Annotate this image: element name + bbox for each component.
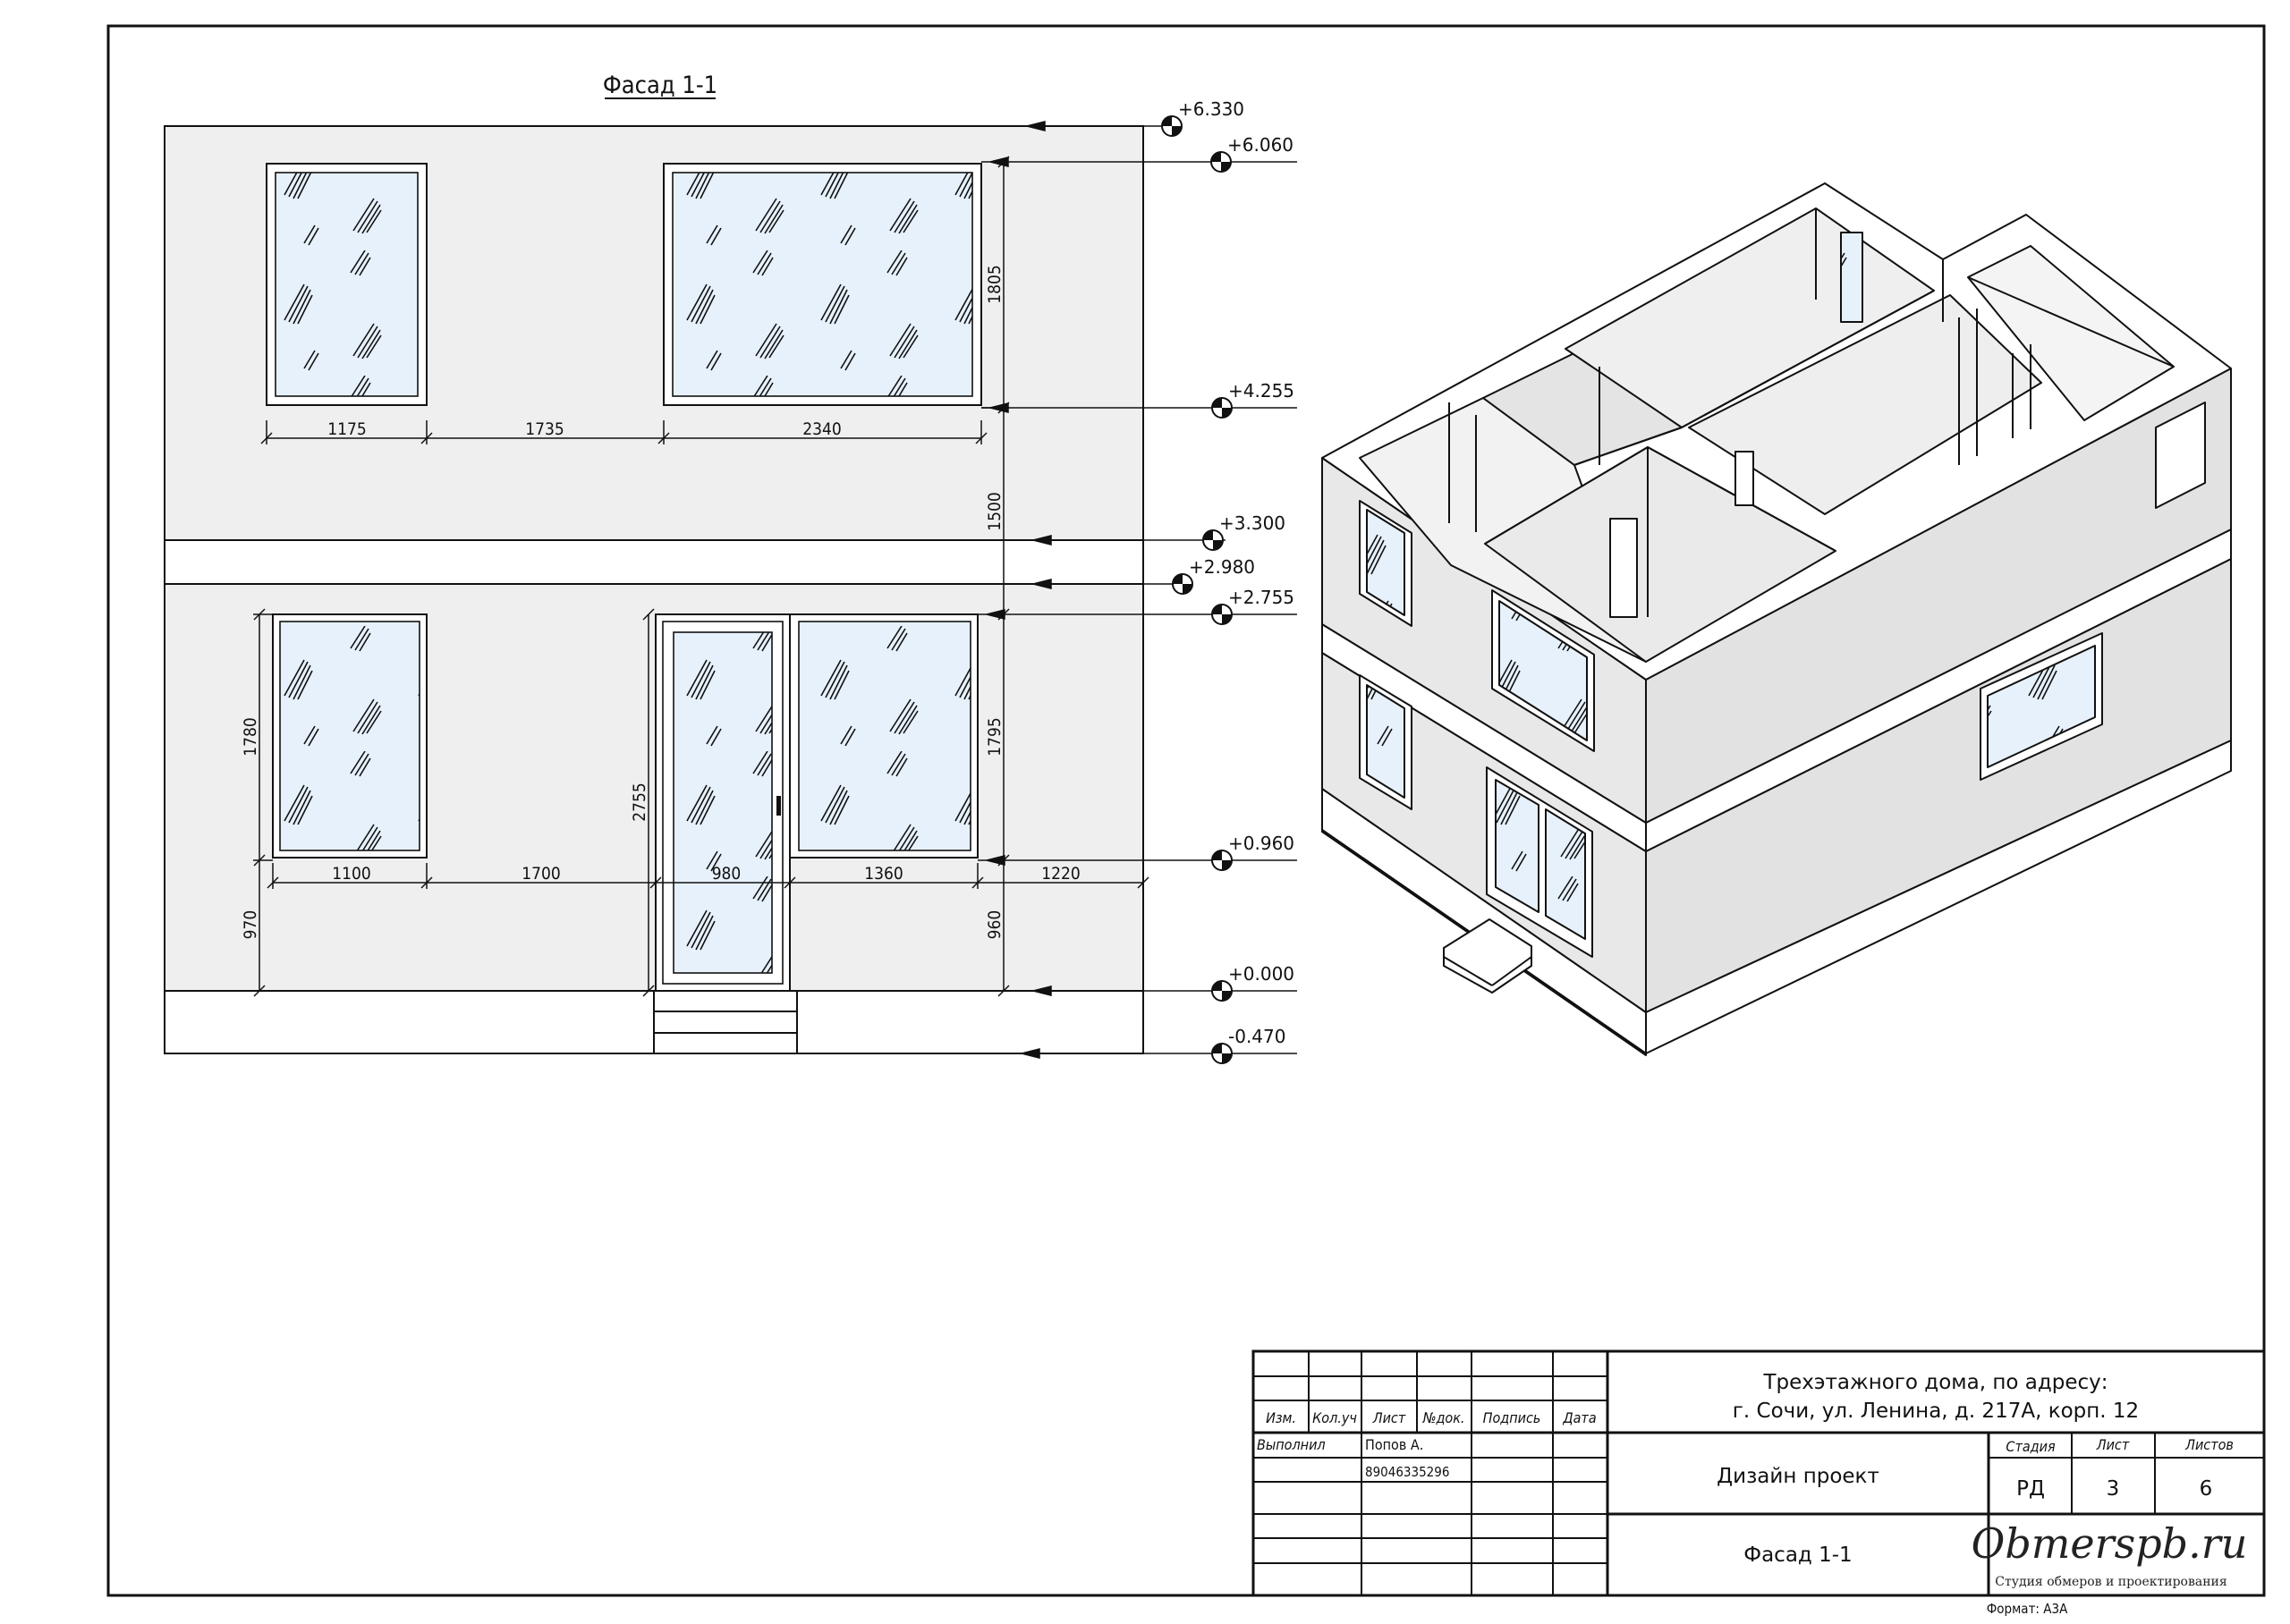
svg-text:1100: 1100 bbox=[332, 864, 371, 884]
svg-text:1175: 1175 bbox=[327, 419, 367, 439]
level-marker: +2.755 bbox=[1211, 587, 1294, 625]
isometric-house-view bbox=[1321, 182, 2232, 1056]
iso-window-upper-right bbox=[2155, 402, 2206, 509]
svg-text:1220: 1220 bbox=[1041, 864, 1081, 884]
level-label: +2.755 bbox=[1228, 587, 1294, 608]
tb-project-line1: Трехэтажного дома, по адресу: bbox=[1762, 1371, 2108, 1394]
svg-text:1700: 1700 bbox=[522, 864, 561, 884]
level-markers: +6.330 +6.060 +4.255 +3.300 +2.980 +2.755 +0.9… bbox=[1161, 98, 1294, 1064]
tb-sheet-label: Лист bbox=[2096, 1436, 2130, 1453]
level-marker: +3.300 bbox=[1202, 512, 1285, 551]
level-label: +2.980 bbox=[1189, 556, 1255, 578]
level-marker: +2.980 bbox=[1172, 556, 1255, 595]
iso-steps bbox=[1443, 918, 1532, 994]
tb-sheet: 3 bbox=[2107, 1477, 2120, 1501]
level-marker: +6.330 bbox=[1161, 98, 1244, 137]
tb-project-line2: г. Сочи, ул. Ленина, д. 217А, корп. 12 bbox=[1733, 1400, 2139, 1423]
tb-header-izm: Изм. bbox=[1266, 1409, 1296, 1426]
tb-stage-label: Стадия bbox=[2006, 1438, 2056, 1455]
tb-header-doc: №док. bbox=[1422, 1409, 1465, 1426]
tb-sheet-name: Фасад 1-1 bbox=[1743, 1544, 1852, 1567]
drawing-title: Фасад 1-1 bbox=[603, 72, 717, 99]
level-label: +6.060 bbox=[1227, 134, 1293, 156]
svg-text:960: 960 bbox=[985, 910, 1005, 940]
window-lower-right bbox=[789, 613, 979, 859]
svg-text:1500: 1500 bbox=[985, 492, 1005, 531]
entrance-door bbox=[655, 613, 791, 992]
entrance-steps bbox=[653, 990, 798, 1054]
level-label: +3.300 bbox=[1219, 512, 1285, 534]
svg-text:980: 980 bbox=[712, 864, 742, 884]
facade-elevation: Фасад 1-1 bbox=[164, 72, 1297, 1064]
svg-text:2340: 2340 bbox=[802, 419, 842, 439]
level-marker: +4.255 bbox=[1211, 380, 1294, 419]
tb-header-sign: Подпись bbox=[1483, 1409, 1541, 1426]
dimension-labels: 1175 1735 2340 1805 1500 1100 1700 980 1… bbox=[241, 265, 1081, 939]
tb-header-list: Лист bbox=[1372, 1409, 1406, 1426]
level-marker: +6.060 bbox=[1210, 134, 1293, 173]
tb-author: Попов А. bbox=[1365, 1436, 1423, 1453]
svg-text:1805: 1805 bbox=[985, 265, 1005, 304]
title-block bbox=[1251, 1349, 2266, 1597]
level-label: +4.255 bbox=[1228, 380, 1294, 402]
level-marker: +0.000 bbox=[1211, 963, 1294, 1002]
company-logo: Obmerspb.ru bbox=[1972, 1519, 2248, 1568]
level-label: +6.330 bbox=[1178, 98, 1244, 120]
tb-design: Дизайн проект bbox=[1717, 1465, 1879, 1488]
format-label: Формат: А3А bbox=[1987, 1601, 2068, 1617]
dimension-lines bbox=[253, 156, 1149, 997]
tb-header-date: Дата bbox=[1562, 1409, 1596, 1426]
svg-text:1780: 1780 bbox=[241, 717, 260, 757]
tb-header-kol: Кол.уч bbox=[1312, 1409, 1357, 1426]
svg-text:1795: 1795 bbox=[985, 717, 1005, 757]
level-marker: +0.960 bbox=[1211, 833, 1294, 871]
tb-stage: РД bbox=[2016, 1477, 2045, 1501]
window-upper-left bbox=[266, 163, 428, 406]
tb-role: Выполнил bbox=[1257, 1436, 1326, 1453]
window-lower-left bbox=[272, 613, 428, 859]
svg-text:1360: 1360 bbox=[864, 864, 903, 884]
company-subtitle: Студия обмеров и проектирования bbox=[1995, 1575, 2227, 1589]
tb-sheets: 6 bbox=[2200, 1477, 2213, 1501]
svg-text:970: 970 bbox=[241, 910, 260, 940]
level-label: +0.000 bbox=[1228, 963, 1294, 985]
sheet-frame bbox=[106, 24, 2266, 1597]
tb-phone: 89046335296 bbox=[1365, 1464, 1449, 1480]
level-marker: -0.470 bbox=[1211, 1026, 1285, 1064]
tb-sheets-label: Листов bbox=[2184, 1436, 2234, 1453]
level-label: -0.470 bbox=[1228, 1026, 1285, 1047]
svg-text:2755: 2755 bbox=[630, 782, 649, 822]
title-block-text: Изм. Кол.уч Лист №док. Подпись Дата Выпо… bbox=[1257, 1371, 2247, 1617]
svg-text:1735: 1735 bbox=[525, 419, 564, 439]
level-label: +0.960 bbox=[1228, 833, 1294, 854]
floor-band bbox=[164, 539, 1144, 585]
window-upper-right bbox=[663, 163, 982, 406]
